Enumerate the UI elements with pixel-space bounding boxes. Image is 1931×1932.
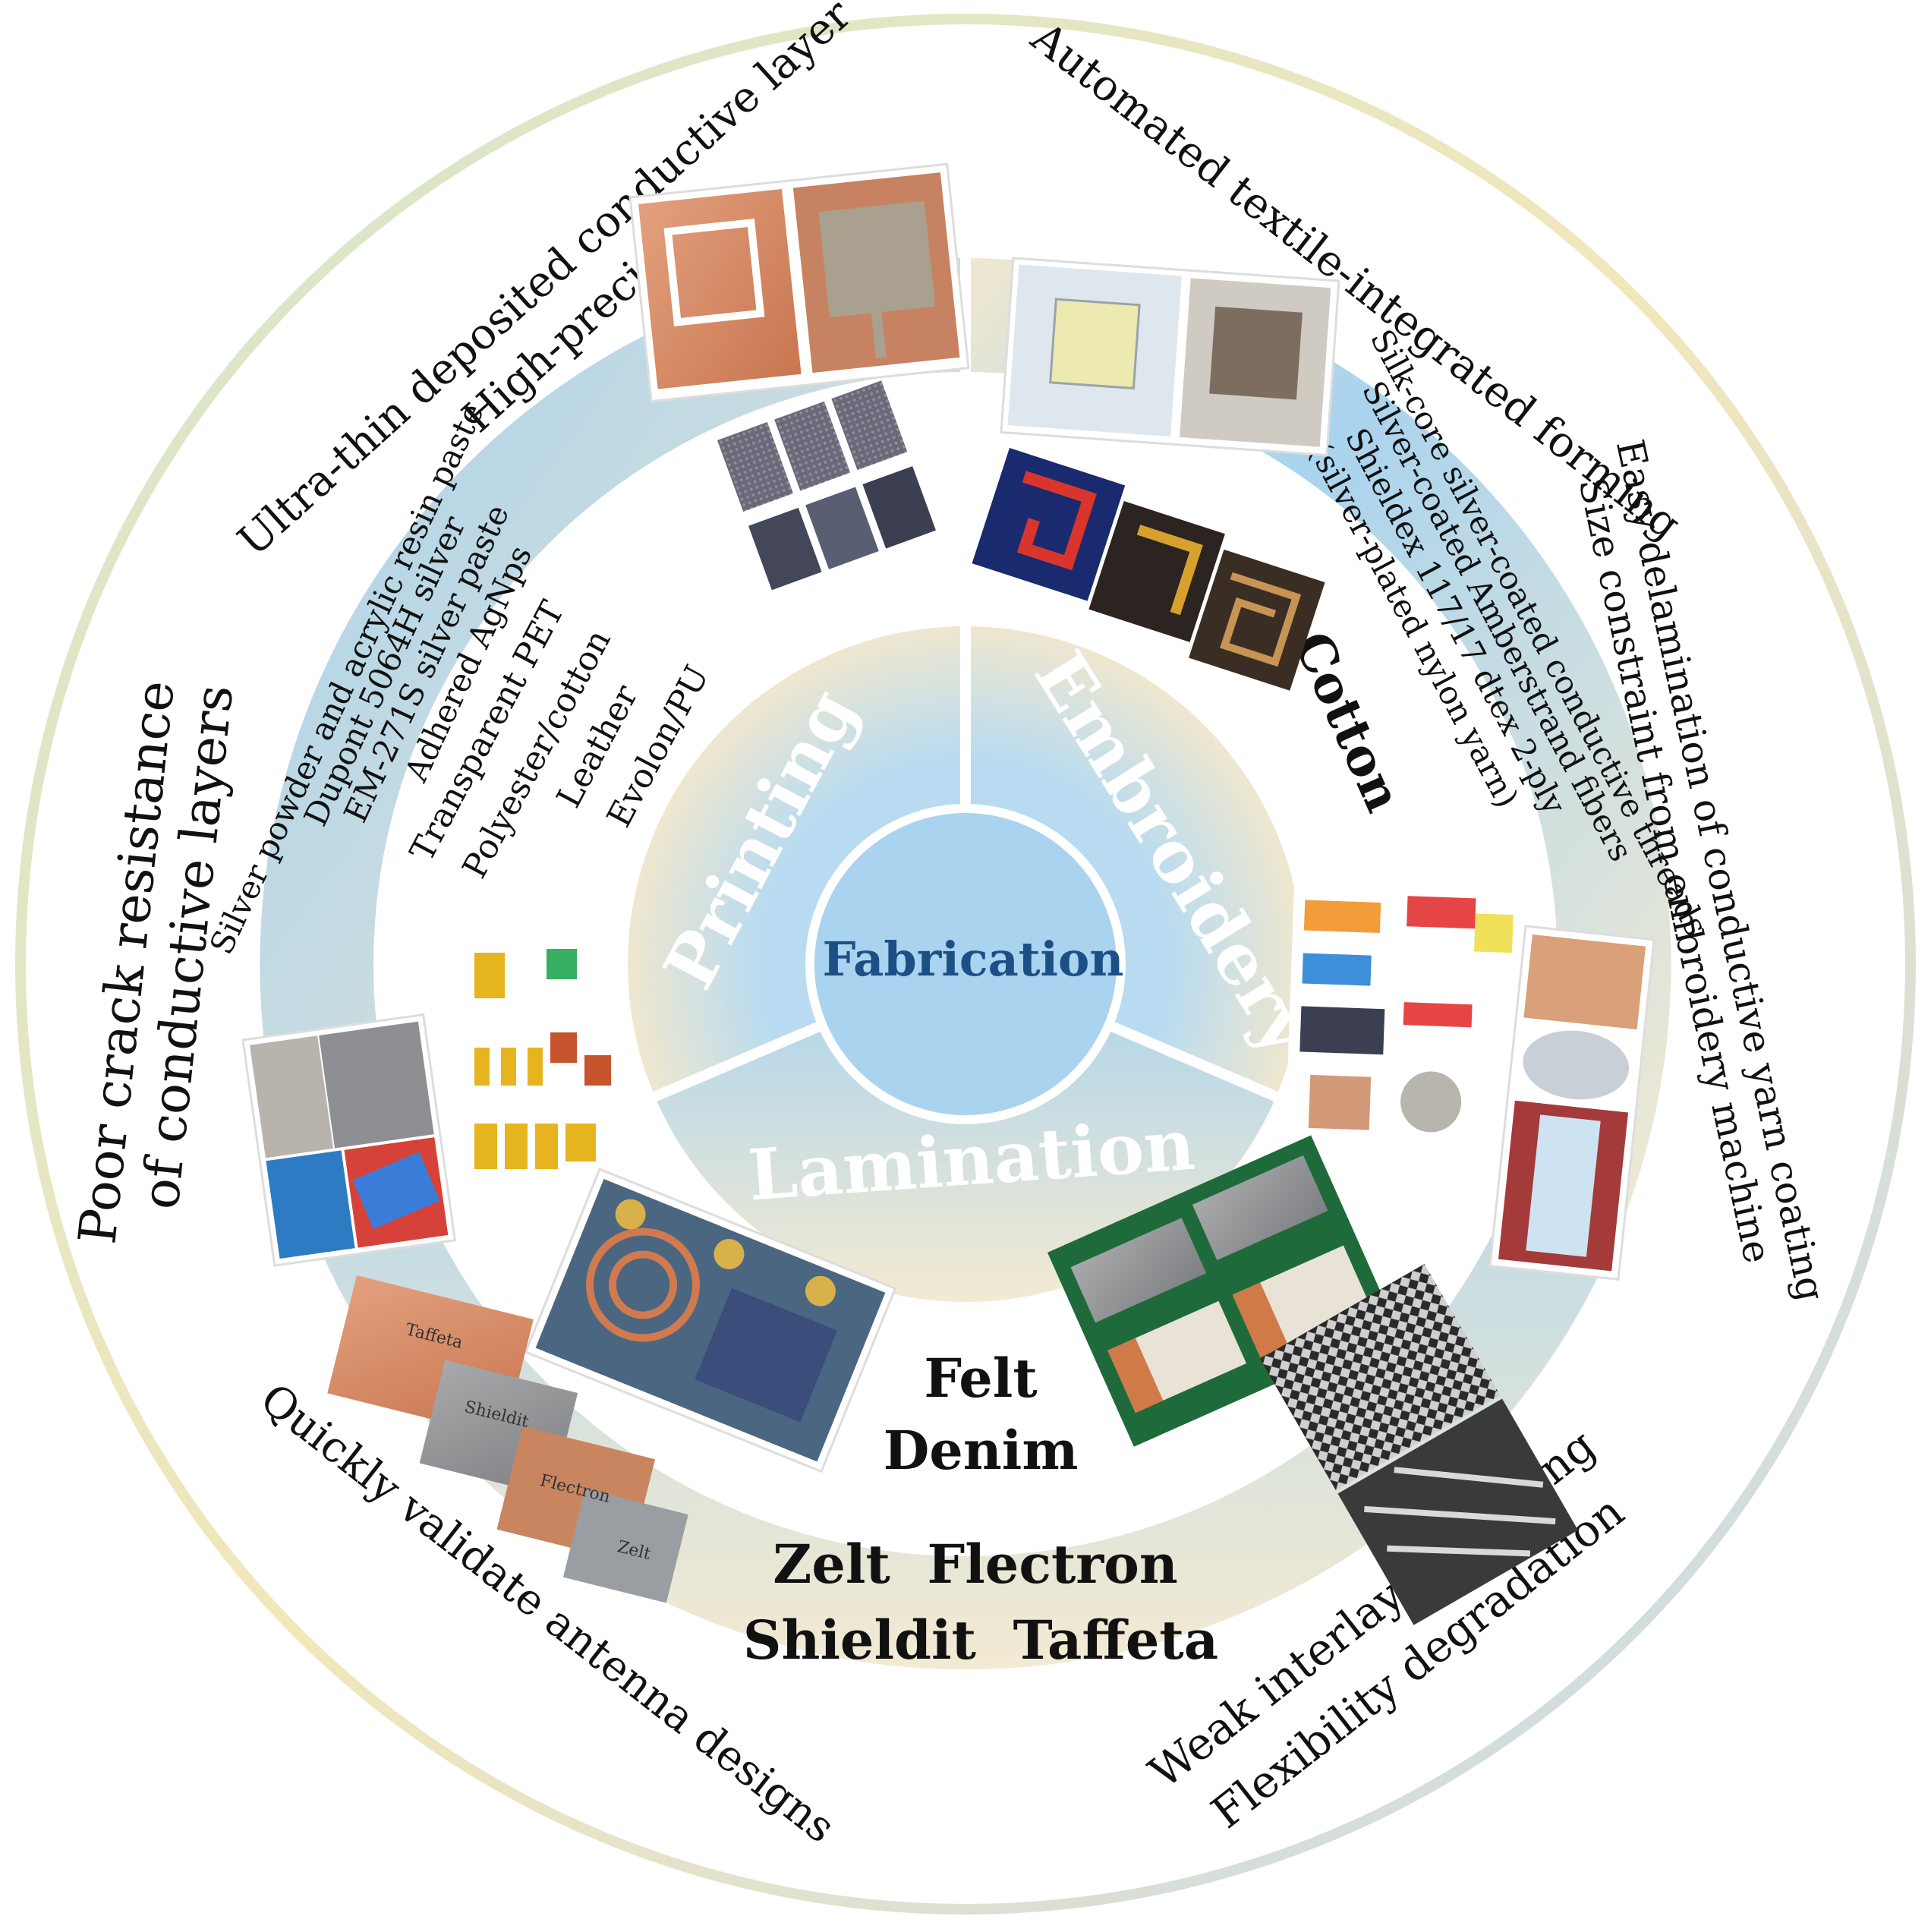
photo-embroidered-antennas [972, 448, 1325, 691]
outer-ring [15, 14, 1916, 1915]
photo-conductive-fabrics: Taffeta Shieldit Flectron Zelt [327, 1275, 688, 1603]
photo-mesh-fabrics [717, 380, 936, 591]
photo-embroidery-process [1285, 884, 1522, 1143]
substrate-denim: Denim [884, 1419, 1079, 1482]
photo-lamination-samples [1047, 1135, 1398, 1447]
material-shieldit-taffeta: Shieldit Taffeta [743, 1609, 1218, 1672]
photo-printing-lab [241, 1013, 457, 1267]
center-title: Fabrication [823, 931, 1124, 987]
photo-woven-microscopy [1260, 1264, 1579, 1625]
photo-embroidery-wearables [1488, 925, 1655, 1281]
photo-printed-antennas [628, 162, 970, 403]
photo-embroidery-software [1000, 257, 1340, 457]
material-zelt-flectron: Zelt Flectron [773, 1533, 1178, 1596]
photo-printing-schematic [459, 949, 626, 1177]
sector-lamination-inner [655, 964, 1276, 1302]
photo-felt-antenna [524, 1168, 897, 1473]
substrate-felt: Felt [924, 1347, 1037, 1410]
